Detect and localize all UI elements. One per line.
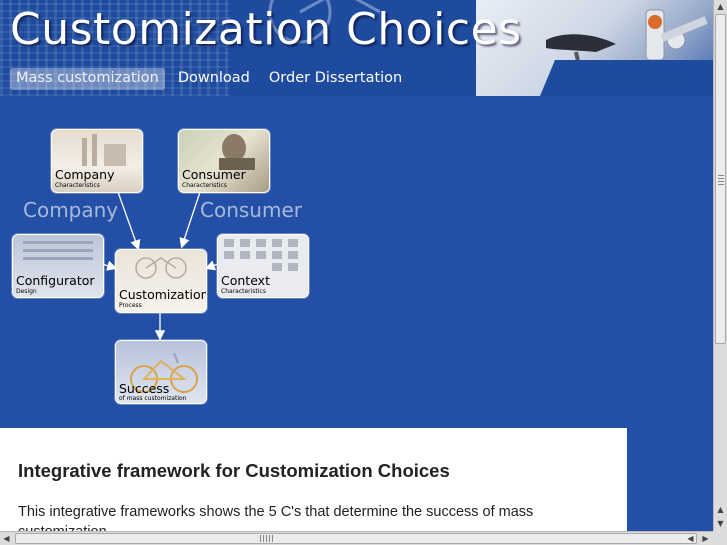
node-configurator: Configurator Design	[12, 234, 104, 298]
site-title: Customization Choices	[10, 4, 522, 55]
triangle-left-icon[interactable]: ◀	[3, 533, 10, 543]
bicycle-icon	[135, 257, 187, 279]
horizontal-scroll-thumb[interactable]	[15, 533, 697, 544]
node-configurator-subtitle: Design	[16, 288, 37, 295]
node-customization-subtitle: Process	[119, 302, 142, 309]
node-customization-title: Customization	[119, 287, 207, 302]
product-grid-icon	[224, 239, 298, 271]
scroll-grip-icon	[260, 535, 274, 542]
content-paragraph: This integrative frameworks shows the 5 …	[18, 504, 534, 531]
factory-icon	[82, 134, 126, 166]
triangle-up-icon[interactable]: ▲	[717, 1, 724, 11]
node-consumer-title: Consumer	[182, 167, 246, 182]
content-heading: Integrative framework for Customization …	[18, 460, 450, 481]
group-label-company: Company	[23, 198, 119, 222]
triangle-left-icon[interactable]: ◀	[687, 533, 694, 543]
horizontal-scrollbar[interactable]: ◀ ◀ ▶	[0, 531, 713, 545]
content-panel: Integrative framework for Customization …	[0, 428, 627, 531]
node-context: Context Characteristics	[217, 234, 309, 298]
triangle-up-icon[interactable]: ▲	[717, 504, 724, 514]
header-bicycle-outline	[268, 0, 713, 96]
node-configurator-title: Configurator	[16, 273, 95, 288]
nav-order-dissertation[interactable]: Order Dissertation	[268, 70, 403, 86]
node-success: Success of mass customization	[115, 340, 207, 404]
node-company-title: Company	[55, 167, 115, 182]
node-consumer: Consumer Characteristics	[178, 129, 270, 193]
node-company-subtitle: Characteristics	[55, 182, 100, 189]
page-viewport: Customization Choices Mass customization…	[0, 0, 713, 531]
node-company: Company Characteristics	[51, 129, 143, 193]
node-success-subtitle: of mass customization	[119, 395, 187, 402]
node-context-subtitle: Characteristics	[221, 288, 266, 295]
site-header: Customization Choices Mass customization…	[0, 0, 713, 96]
nav-mass-customization[interactable]: Mass customization	[10, 68, 165, 90]
toolkit-screen-icon	[23, 241, 93, 260]
node-consumer-subtitle: Characteristics	[182, 182, 227, 189]
group-label-consumer: Consumer	[200, 198, 302, 222]
vertical-scrollbar[interactable]: ▲ ▲ ▼	[713, 0, 727, 531]
diagram-arrows	[101, 191, 219, 341]
main-nav: Mass customization Download Order Disser…	[10, 68, 415, 90]
bicycle-icon	[130, 352, 198, 393]
header-pattern	[0, 0, 230, 96]
node-success-title: Success	[119, 381, 170, 396]
framework-diagram: Company Consumer Company Characteristics…	[0, 96, 313, 428]
person-icon	[219, 134, 255, 170]
triangle-right-icon[interactable]: ▶	[702, 533, 709, 543]
node-customization: Customization Process	[115, 249, 207, 313]
scrollbar-corner	[713, 531, 727, 545]
nav-download[interactable]: Download	[177, 70, 250, 86]
scroll-grip-icon	[718, 175, 724, 185]
vertical-scroll-thumb[interactable]	[715, 14, 726, 344]
triangle-down-icon[interactable]: ▼	[717, 518, 724, 528]
node-context-title: Context	[221, 273, 270, 288]
